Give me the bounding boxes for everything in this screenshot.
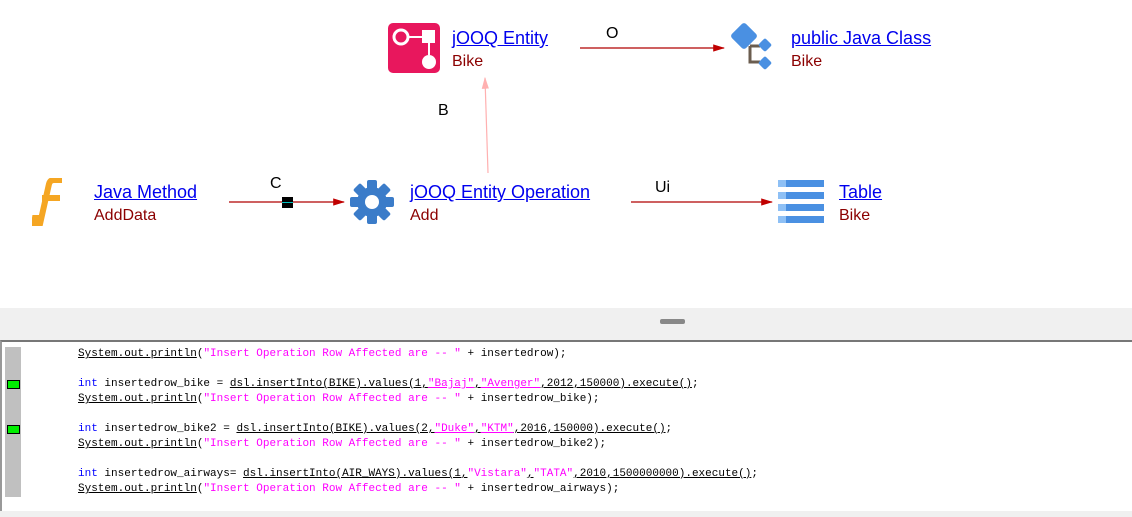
code-token: System.out.println — [78, 438, 197, 450]
code-token: "Insert Operation Row Affected are -- " — [203, 483, 461, 495]
code-token: , — [526, 468, 534, 480]
code-token: System.out.println — [78, 348, 197, 360]
code-token: + insertedrow_bike2); — [460, 438, 607, 450]
code-token: insertedrow_bike2 = — [97, 423, 237, 435]
code-token: int — [78, 378, 98, 390]
code-token: , — [474, 423, 481, 435]
code-token: "Insert Operation Row Affected are -- " — [203, 348, 461, 360]
code-token: ,2012,150000).execute() — [540, 378, 692, 390]
code-token: ( — [196, 348, 204, 360]
code-token: insertedrow_bike = — [97, 378, 230, 390]
code-token: dsl.insertInto(BIKE).values(2, — [236, 423, 435, 435]
gear-icon — [350, 180, 394, 224]
code-token: "TATA" — [533, 468, 574, 480]
node-title[interactable]: Java Method — [94, 182, 198, 202]
code-token: int — [78, 468, 98, 480]
code-token: insertedrow_airways= — [97, 468, 244, 480]
node-title[interactable]: Table — [839, 182, 883, 202]
node-title[interactable]: public Java Class — [791, 28, 932, 48]
change-marker[interactable] — [7, 425, 20, 434]
code-line — [78, 407, 758, 422]
code-token: "Vistara" — [467, 468, 527, 480]
splitter-handle[interactable] — [660, 319, 685, 324]
code-token: ( — [196, 393, 204, 405]
edge-label-c: C — [270, 175, 282, 192]
code-text[interactable]: System.out.println("Insert Operation Row… — [78, 347, 758, 497]
change-marker[interactable] — [7, 380, 20, 389]
code-token: + insertedrow_airways); — [460, 483, 620, 495]
code-line — [78, 452, 758, 467]
code-line: int insertedrow_bike = dsl.insertInto(BI… — [78, 377, 758, 392]
code-line: System.out.println("Insert Operation Row… — [78, 482, 758, 497]
edge-b[interactable] — [481, 76, 489, 174]
editor-gutter — [5, 347, 21, 497]
editor-bottom-bar — [0, 511, 1132, 517]
code-line: int insertedrow_airways= dsl.insertInto(… — [78, 467, 758, 482]
node-subtitle: AddData — [94, 207, 157, 224]
function-icon — [32, 178, 62, 226]
code-token: ,2016,150000).execute() — [513, 423, 666, 435]
node-subtitle: Bike — [839, 207, 871, 224]
pane-splitter[interactable] — [0, 308, 1132, 340]
node-subtitle: Bike — [452, 53, 484, 70]
table-icon — [778, 180, 824, 223]
code-token: int — [78, 423, 98, 435]
code-editor[interactable]: System.out.println("Insert Operation Row… — [0, 340, 1132, 517]
diagram-edges — [229, 44, 774, 208]
code-token: ( — [196, 438, 204, 450]
code-token: "Insert Operation Row Affected are -- " — [203, 438, 461, 450]
code-line: int insertedrow_bike2 = dsl.insertInto(B… — [78, 422, 758, 437]
node-title[interactable]: jOOQ Entity Operation — [410, 182, 591, 202]
code-token: "Bajaj" — [427, 378, 475, 390]
edge-label-b: B — [438, 102, 449, 119]
code-token: ( — [196, 483, 204, 495]
code-line: System.out.println("Insert Operation Row… — [78, 392, 758, 407]
code-line: System.out.println("Insert Operation Row… — [78, 437, 758, 452]
code-token: + insertedrow_bike); — [460, 393, 600, 405]
code-token: ; — [665, 423, 673, 435]
code-token: System.out.println — [78, 483, 197, 495]
node-title[interactable]: jOOQ Entity — [452, 28, 549, 48]
code-token: dsl.insertInto(BIKE).values(1, — [229, 378, 428, 390]
code-token: "Insert Operation Row Affected are -- " — [203, 393, 461, 405]
entity-icon — [388, 23, 440, 73]
dependency-diagram: O B C Ui jOOQ Entity Bike public Java Cl… — [32, 23, 932, 226]
code-token: ,2010,1500000000).execute() — [573, 468, 752, 480]
code-token: "Avenger" — [480, 378, 541, 390]
code-line — [78, 362, 758, 377]
code-token: ; — [691, 378, 699, 390]
node-subtitle: Add — [410, 207, 439, 224]
code-token: , — [474, 378, 481, 390]
node-subtitle: Bike — [791, 53, 823, 70]
code-token: ; — [751, 468, 758, 480]
code-token: "Duke" — [434, 423, 475, 435]
code-token: dsl.insertInto(AIR_WAYS).values(1, — [243, 468, 468, 480]
code-token: + insertedrow); — [460, 348, 567, 360]
class-icon — [731, 23, 772, 70]
code-token: System.out.println — [78, 393, 197, 405]
code-token: "KTM" — [480, 423, 514, 435]
edge-label-ui: Ui — [655, 179, 671, 196]
code-line: System.out.println("Insert Operation Row… — [78, 347, 758, 362]
edge-label-o: O — [606, 25, 619, 42]
